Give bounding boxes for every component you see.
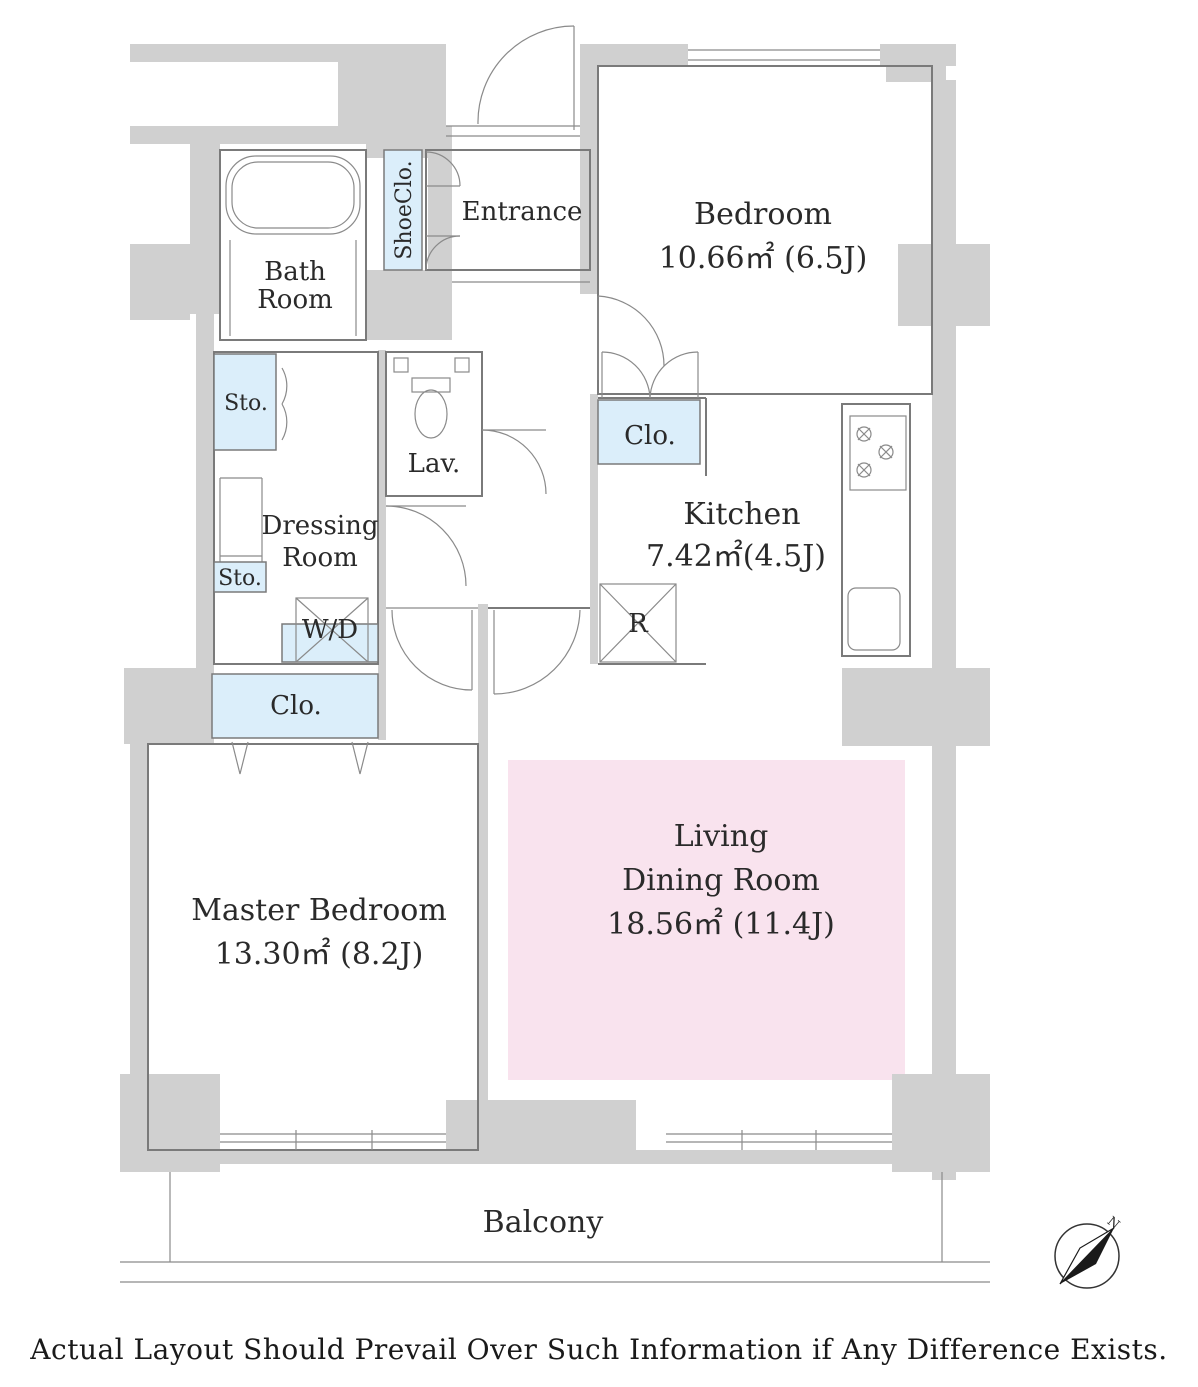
stove-burners <box>856 426 894 478</box>
dressing-room-name-line2: Room <box>282 543 358 573</box>
storage-upper <box>213 353 277 451</box>
balcony-name: Balcony <box>483 1205 604 1240</box>
bath-room-name-line2: Room <box>257 285 333 315</box>
closet-bedroom-name: Clo. <box>624 421 676 451</box>
room-outlines <box>147 65 933 1151</box>
appliance-crosses <box>295 583 677 663</box>
kitchen-area: 7.42㎡(4.5J) <box>646 539 826 574</box>
compass: N <box>1054 1214 1122 1289</box>
layout-disclaimer: Actual Layout Should Prevail Over Such I… <box>30 1333 1168 1366</box>
bath-room-name-line1: Bath <box>264 257 326 287</box>
storage-lower <box>213 561 267 593</box>
master-bedroom-name: Master Bedroom <box>191 893 447 928</box>
doors <box>220 25 892 1150</box>
washer-dryer-name: W/D <box>302 615 358 645</box>
master-bedroom-area: 13.30㎡ (8.2J) <box>215 937 424 972</box>
storage-lower-name: Sto. <box>218 566 262 591</box>
kitchen-name: Kitchen <box>683 497 800 532</box>
closet-master-name: Clo. <box>270 691 322 721</box>
floor-plan: N Bedroom 10.66㎡ (6.5J) Entrance ShoeClo… <box>120 25 1122 1289</box>
living-dining-highlight <box>508 760 905 1080</box>
balcony-outline <box>120 1172 990 1283</box>
bedroom-area: 10.66㎡ (6.5J) <box>659 241 868 276</box>
entrance-name: Entrance <box>462 197 583 227</box>
living-dining-name-line2: Dining Room <box>622 863 820 898</box>
dressing-room-name-line1: Dressing <box>261 511 378 541</box>
bedroom-name: Bedroom <box>694 197 832 232</box>
washer-dryer-pan <box>281 623 379 663</box>
refrigerator-label: R <box>628 609 649 639</box>
living-dining-name-line1: Living <box>674 819 769 854</box>
storage-areas <box>211 149 701 739</box>
lavatory-name: Lav. <box>408 449 461 479</box>
shoe-closet-name: ShoeClo. <box>392 160 417 259</box>
room-labels: Bedroom 10.66㎡ (6.5J) Entrance ShoeClo. … <box>191 160 867 1240</box>
storage-upper-name: Sto. <box>224 391 268 416</box>
closet-master <box>211 673 379 739</box>
shoe-closet <box>383 149 423 271</box>
living-dining-area: 18.56㎡ (11.4J) <box>607 907 835 942</box>
walls <box>120 44 990 1180</box>
closet-bedroom <box>597 399 701 465</box>
